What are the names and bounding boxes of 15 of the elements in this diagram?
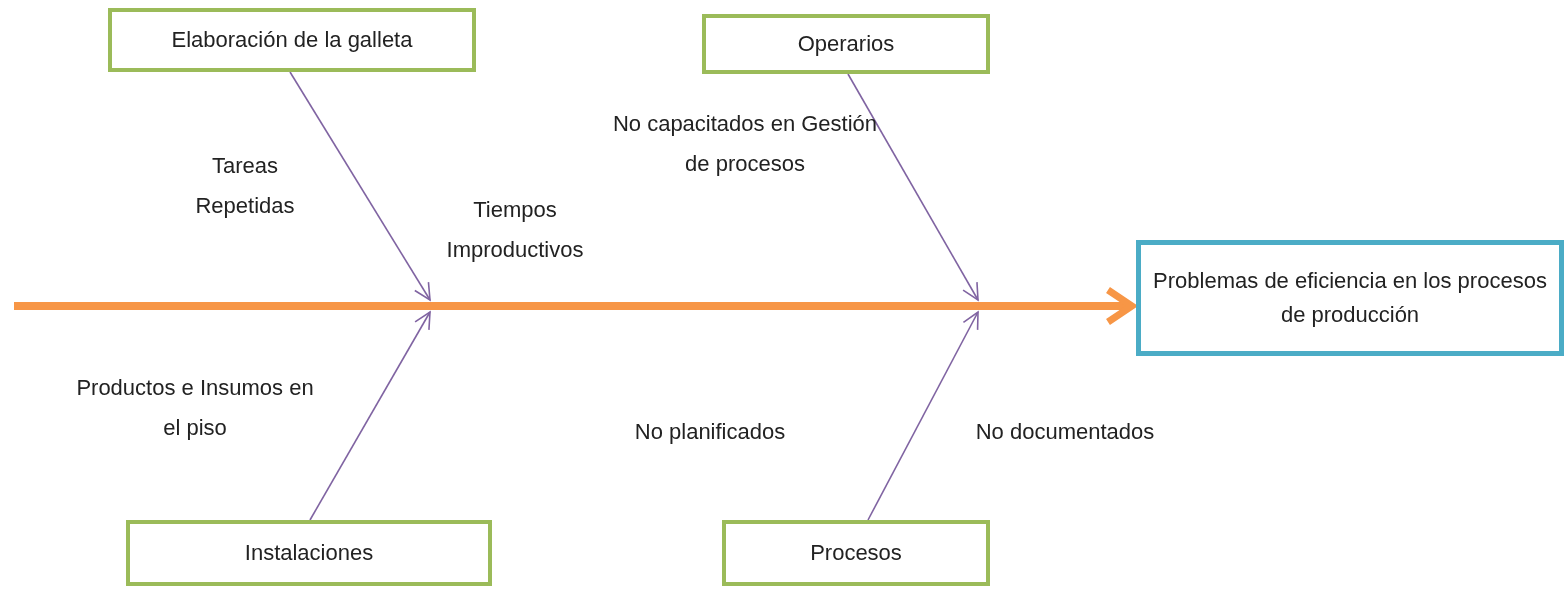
cause-label: Productos e Insumos en el piso <box>75 374 315 442</box>
problem-box: Problemas de eficiencia en los procesos de producción <box>1136 240 1564 356</box>
cause-label: Tareas Repetidas <box>194 152 296 220</box>
cause-label: No documentados <box>974 418 1156 446</box>
category-box: Procesos <box>722 520 990 586</box>
cause-label: No capacitados en Gestión de procesos <box>611 110 879 178</box>
arrow <box>867 311 979 521</box>
category-box: Instalaciones <box>126 520 492 586</box>
arrow <box>309 311 431 521</box>
category-box: Elaboración de la galleta <box>108 8 476 72</box>
cause-label: Tiempos Improductivos <box>445 196 585 264</box>
arrow <box>847 73 979 301</box>
category-box: Operarios <box>702 14 990 74</box>
cause-label: No planificados <box>633 418 787 446</box>
arrow <box>289 71 431 301</box>
